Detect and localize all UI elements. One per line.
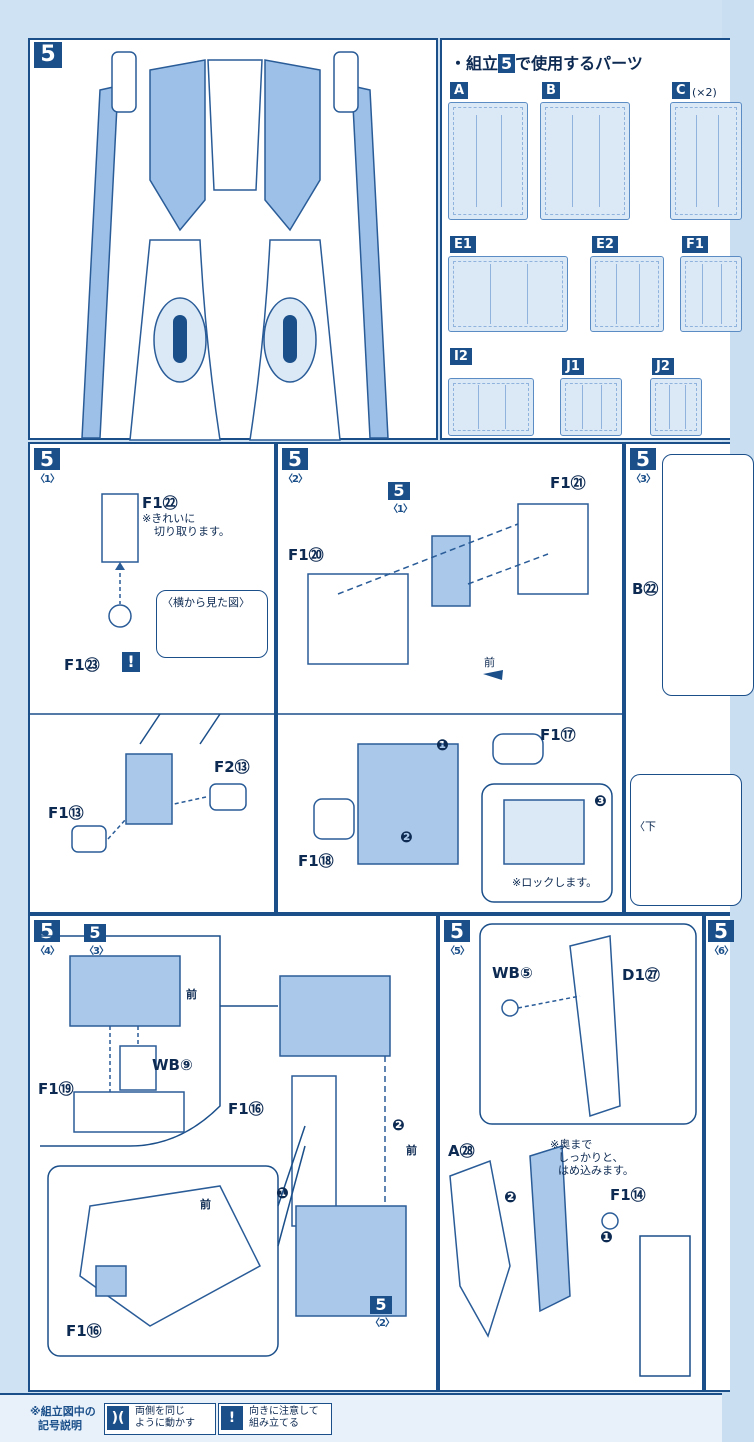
step5-3-panel: 5〈3〉 B㉒ 〈下 [624,442,754,914]
legend-item-symmetric: )( 両側を同じ ように動かす [104,1403,216,1435]
step-number: 5 [34,42,62,68]
sprue-i2 [448,378,534,436]
step5-5-panel: 5〈5〉 WB⑤ D1㉗ ※奥まで しっかりと、 はめ込みます。 A㉘ F1⑭ … [438,914,704,1392]
legend-item1-line1: 両側を同じ [135,1406,185,1417]
part-wb-9: WB⑨ [152,1056,193,1074]
sprue-label-i2: I2 [450,348,472,365]
step5-1-panel: 5〈1〉 F1㉒ ※きれいに 切り取ります。 〈横から見た図〉 F1㉓ ! F1… [28,442,278,914]
front-label-1: 前 [186,988,197,1001]
step-n2: ❷ [400,828,413,846]
orientation-warning-icon: ! [221,1406,243,1430]
side-view-bubble [156,590,268,658]
sprue-f1 [680,256,742,332]
substep-badge: 5〈2〉 [282,447,308,485]
part-f1-13: F1⑬ [48,804,84,822]
part-f1-22: F1㉒ [142,494,178,512]
step5-4-panel: 5〈4〉 5〈3〉 前 WB⑨ F1⑲ F1⑯ ❷ 前 ❶ 前 F1⑯ [28,914,438,1392]
step5-6-panel: 5〈6〉 [704,914,734,1392]
sprue-j1 [560,378,622,436]
step1-drawing [30,493,278,853]
press-note-2: しっかりと、 [558,1151,624,1164]
legend-item1-line2: ように動かす [135,1418,195,1429]
step-n1: ❶ [436,736,449,754]
step5-drawing [449,923,697,1377]
sprue-label-j1: J1 [562,358,584,375]
press-note-3: はめ込みます。 [558,1164,634,1177]
ref-step-badge-2: 5〈2〉 [370,1295,395,1329]
lock-note: ※ロックします。 [512,876,598,889]
sprue-b [540,102,630,220]
part-f1-23: F1㉓ [64,656,100,674]
step-n1: ❶ [276,1184,289,1202]
part-f1-19: F1⑲ [38,1080,74,1098]
part-f1-16-bottom: F1⑯ [66,1322,102,1340]
sprue-label-c: C [672,82,690,99]
sprue-c [670,102,742,220]
ref-step-badge: 5〈1〉 [388,481,413,515]
orientation-warning-icon: ! [122,652,140,672]
cut-note-1: ※きれいに [142,512,196,525]
cut-note-2: 切り取ります。 [154,525,230,538]
sprue-j2 [650,378,702,436]
front-label: 前 [484,656,495,669]
sprue-label-b: B [542,82,560,99]
step5-2-panel: 5〈2〉 5〈1〉 F1㉑ F1⑳ 前 F1⑰ F1⑱ ❶ ❷ ❸ ※ロックしま… [276,442,626,914]
part-a-28: A㉘ [448,1142,475,1160]
sprue-a [448,102,528,220]
part-wb-5: WB⑤ [492,964,533,982]
front-label-3: 前 [200,1198,211,1211]
mecha-legs-illustration [81,51,389,441]
sprue-label-a: A [450,82,469,99]
part-f1-17: F1⑰ [540,726,576,744]
step-n2: ❷ [392,1116,405,1134]
symbol-legend: ※組立図中の 記号説明 )( 両側を同じ ように動かす ! 向きに注意して 組み… [0,1393,722,1442]
sprue-e2 [590,256,664,332]
part-f2-13: F2⑬ [214,758,250,776]
legend-title-2: 記号説明 [38,1419,82,1432]
part-b-22: B㉒ [632,580,659,598]
sprue-label-j2: J2 [652,358,674,375]
part-f1-21: F1㉑ [550,474,586,492]
substep-badge: 5〈3〉 [630,447,656,485]
legend-item2-line2: 組み立てる [249,1418,299,1429]
step-n3: ❸ [594,792,607,810]
substep-badge: 5〈1〉 [34,447,60,485]
part-f1-18: F1⑱ [298,852,334,870]
step4-drawing [40,935,407,1357]
substep-badge: 5〈6〉 [708,919,734,957]
part-f1-14: F1⑭ [610,1186,646,1204]
step3-cut-label: 〈下 [634,820,656,833]
legend-item2-line1: 向きに注意して [249,1406,319,1417]
ref-step-badge: 5〈3〉 [84,923,109,957]
step3-bubble [662,454,754,696]
side-view-label: 〈横から見た図〉 [162,596,250,609]
substep-badge: 5〈5〉 [444,919,470,957]
front-label-2: 前 [406,1144,417,1157]
legend-item-orientation: ! 向きに注意して 組み立てる [218,1403,332,1435]
press-note-1: ※奥まで [550,1138,593,1151]
part-d1-27: D1㉗ [622,966,660,984]
sprue-label-e2: E2 [592,236,618,253]
step5-main-panel: 5 [28,38,438,441]
legend-title-1: ※組立図中の [30,1405,96,1418]
sprue-label-e1: E1 [450,236,476,253]
part-f1-20: F1⑳ [288,546,324,564]
step-n1: ❶ [600,1228,613,1246]
step-n2: ❷ [504,1188,517,1206]
sprue-e1 [448,256,568,332]
sprue-label-f1: F1 [682,236,708,253]
sprue-qty-c: (×2) [692,86,717,99]
part-f1-16-top: F1⑯ [228,1100,264,1118]
step2-drawing [278,503,626,903]
symmetric-move-icon: )( [107,1406,129,1430]
step3-bubble-lower [630,774,742,906]
